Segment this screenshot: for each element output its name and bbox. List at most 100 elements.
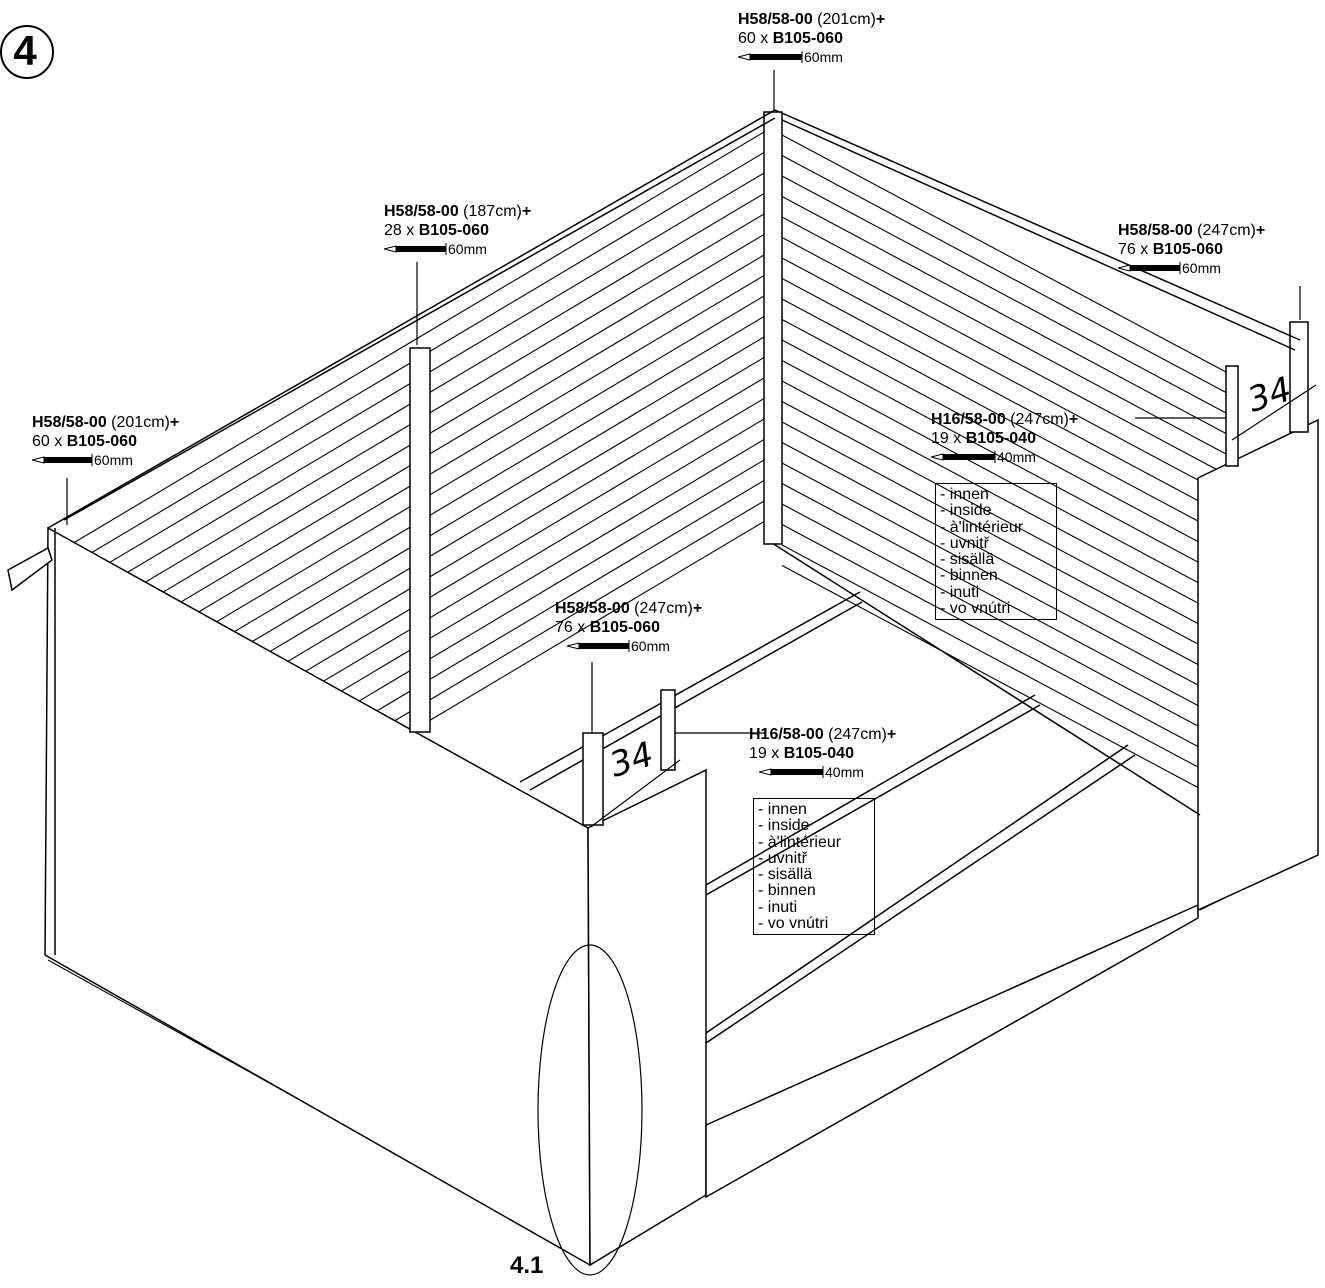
nail-icon (931, 451, 996, 463)
part-length: (201cm) (111, 414, 170, 431)
plus-sign: + (692, 600, 703, 617)
note-line: - inside (940, 502, 992, 520)
side-wall-board (781, 483, 1227, 721)
front-right-wall (587, 768, 707, 1267)
side-wall-board (781, 462, 1227, 701)
side-wall-board (781, 278, 1227, 516)
side-wall-board (781, 134, 1227, 373)
side-wall-board (781, 319, 1227, 557)
nail-length: 60mm (631, 638, 670, 654)
post-right-outer (1289, 321, 1309, 433)
note-line: - sisällä (758, 866, 813, 884)
nail-quantity: 19 x (931, 430, 962, 447)
nail-icon (738, 51, 803, 63)
part-length: (247cm) (634, 600, 693, 617)
note-line: - binnen (758, 882, 816, 900)
post-back-corner (763, 111, 783, 545)
detail-ellipse (537, 944, 643, 1276)
post-right-door (1225, 365, 1239, 467)
front-left-wall (44, 526, 591, 1267)
nail-quantity: 60 x (738, 30, 769, 47)
plus-sign: + (1068, 411, 1079, 428)
nail-length: 60mm (448, 241, 487, 257)
part-label-left-wall: H58/58-00 (201cm)+ 60 x B105-060 60mm (32, 413, 180, 468)
nail-part: B105-060 (589, 619, 660, 636)
part-code: H58/58-00 (1118, 222, 1193, 239)
part-code: H58/58-00 (32, 414, 107, 431)
side-wall-board (781, 544, 1227, 783)
plus-sign: + (1255, 222, 1266, 239)
note-line: - à'lintérieur (940, 518, 1024, 536)
note-line: - uvnitř (940, 534, 989, 552)
nail-quantity: 60 x (32, 433, 63, 450)
note-line: - innen (940, 486, 989, 503)
plus-sign: + (169, 414, 180, 431)
floor-edge (705, 903, 1199, 1199)
nail-part: B105-060 (772, 30, 843, 47)
nail-length: 40mm (825, 764, 864, 780)
nail-icon (759, 766, 824, 778)
nail-part: B105-040 (965, 430, 1036, 447)
side-wall-board (781, 216, 1227, 455)
part-label-front-door: H16/58-00 (247cm)+ 19 x B105-040 40mm (749, 725, 897, 780)
side-wall-board (781, 339, 1227, 578)
post-front-door (660, 689, 676, 771)
plus-sign: + (875, 11, 886, 28)
nail-part: B105-040 (783, 745, 854, 762)
plus-sign: + (886, 726, 897, 743)
note-line: - vo vnútri (940, 600, 1011, 618)
note-line: - inuti (758, 898, 798, 916)
note-line: - inuti (940, 583, 980, 601)
nail-icon (1118, 262, 1181, 274)
right-wall (1197, 418, 1319, 912)
side-wall-board (781, 380, 1227, 619)
plus-sign: + (521, 203, 532, 220)
nail-quantity: 19 x (749, 745, 780, 762)
side-wall-board (781, 196, 1227, 434)
wall-outlines (7, 109, 1319, 1267)
nail-length: 60mm (94, 452, 133, 468)
side-wall-board (781, 298, 1227, 537)
part-code: H16/58-00 (749, 726, 824, 743)
step-number: 4 (13, 27, 37, 74)
part-code: H58/58-00 (738, 11, 813, 28)
part-code: H16/58-00 (931, 411, 1006, 428)
part-code: H58/58-00 (555, 600, 630, 617)
nail-icon (384, 243, 447, 255)
nail-part: B105-060 (1152, 241, 1223, 258)
step-number-circle (0, 25, 54, 79)
part-label-mid-back: H58/58-00 (187cm)+ 28 x B105-060 60mm (384, 202, 532, 257)
note-line: - innen (758, 801, 807, 818)
part-length: (247cm) (828, 726, 887, 743)
part-length: (187cm) (463, 203, 522, 220)
side-wall-board (781, 257, 1227, 496)
inside-note-box-front: - innen - inside - à'lintérieur - uvnitř… (753, 798, 875, 936)
nail-icon (32, 454, 93, 466)
nail-length: 60mm (1182, 260, 1221, 276)
note-line: - à'lintérieur (758, 833, 842, 851)
side-wall-board (781, 401, 1227, 639)
nail-quantity: 28 x (384, 222, 415, 239)
part-length: (247cm) (1010, 411, 1069, 428)
note-line: - sisällä (940, 551, 995, 569)
note-line: - binnen (940, 567, 998, 585)
side-wall-board (781, 360, 1227, 598)
nail-length: 40mm (997, 449, 1036, 465)
side-wall-board (781, 175, 1227, 414)
note-line: - inside (758, 817, 810, 835)
inside-note-box-right: - innen - inside - à'lintérieur - uvnitř… (935, 483, 1057, 621)
nail-quantity: 76 x (1118, 241, 1149, 258)
post-mid-back (409, 347, 431, 733)
part-length: (247cm) (1197, 222, 1256, 239)
part-label-back-corner: H58/58-00 (201cm)+ 60 x B105-060 60mm (738, 10, 886, 65)
part-label-front-inner: H58/58-00 (247cm)+ 76 x B105-060 60mm (555, 599, 703, 654)
side-wall-board (781, 421, 1227, 660)
side-wall-board (781, 155, 1227, 393)
side-wall-board (781, 524, 1227, 762)
nail-part: B105-060 (66, 433, 137, 450)
side-wall-board (781, 237, 1227, 475)
side-wall-board (781, 503, 1227, 742)
nail-length: 60mm (804, 49, 843, 65)
dimension-lines (591, 384, 1317, 827)
part-code: H58/58-00 (384, 203, 459, 220)
